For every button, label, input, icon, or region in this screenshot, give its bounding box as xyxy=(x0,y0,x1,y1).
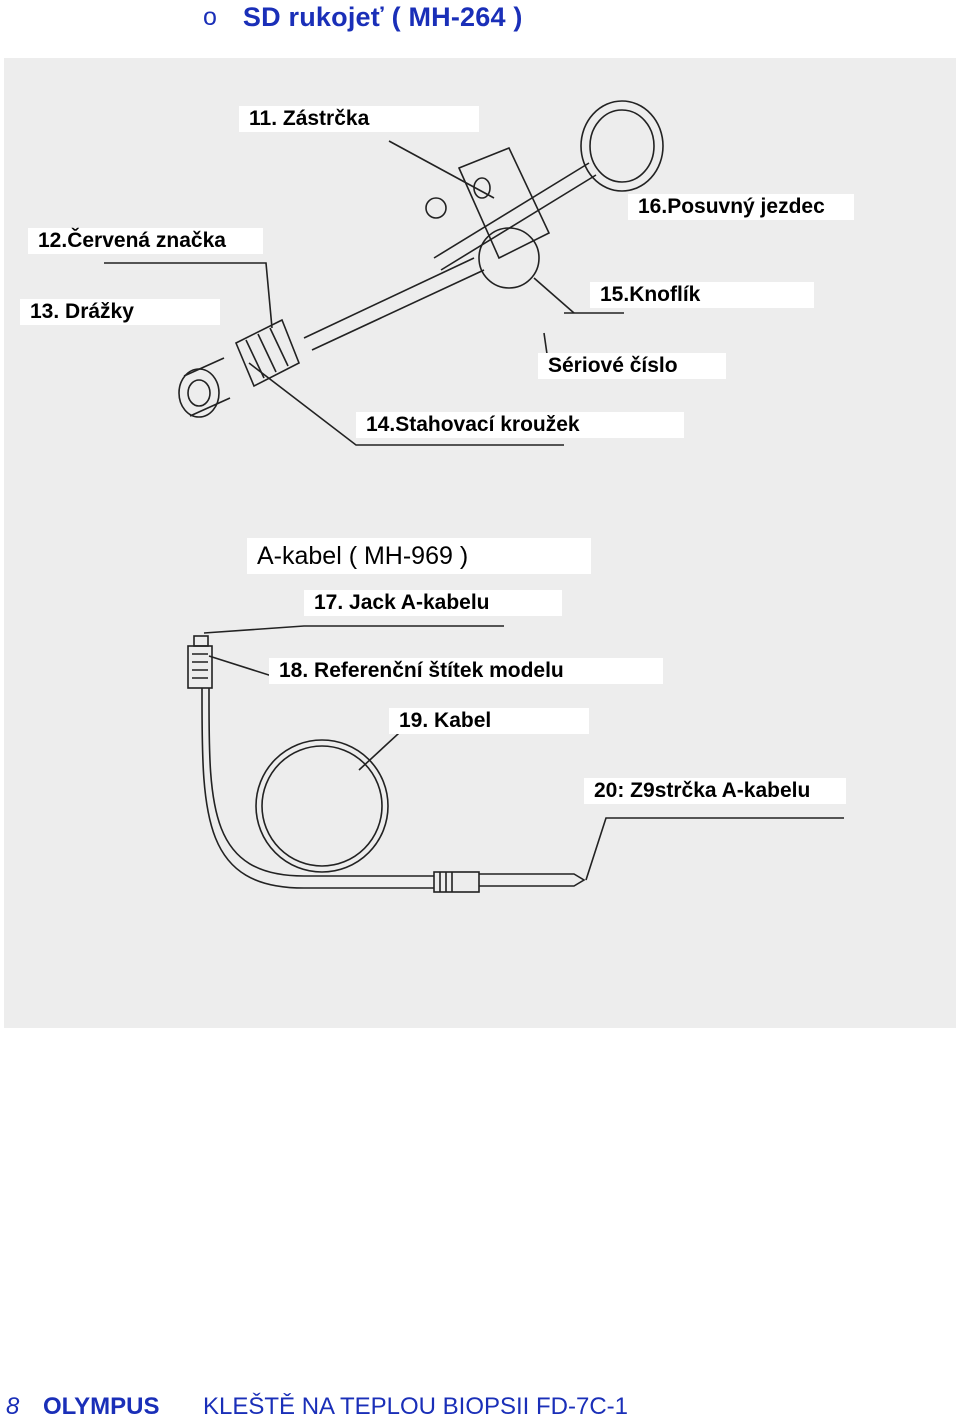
diagram-drawing xyxy=(104,100,844,893)
label-grooves: 13. Drážky xyxy=(20,299,220,325)
label-red-mark: 12.Červená značka xyxy=(28,228,263,254)
cable-jack-tip xyxy=(193,635,209,647)
knob xyxy=(478,227,540,289)
label-knob: 15.Knoflík xyxy=(590,282,814,308)
stop-collar xyxy=(234,318,301,388)
page-number: 8 xyxy=(6,1393,20,1420)
handle-ring xyxy=(580,100,664,192)
heading-title: SD rukojeť ( MH-264 ) xyxy=(242,1,523,32)
label-cable-jack: 17. Jack A-kabelu xyxy=(304,590,562,616)
cable-coil xyxy=(255,739,389,873)
cable-title: A-kabel ( MH-969 ) xyxy=(247,538,591,574)
label-cable-plug: 20: Z9strčka A-kabelu xyxy=(584,778,846,804)
cable-jack xyxy=(187,645,213,689)
label-plug: 11. Zástrčka xyxy=(239,106,479,132)
section-heading: o SD rukojeť ( MH-264 ) xyxy=(203,0,523,34)
page-footer: 8 OLYMPUS KLEŠTĚ NA TEPLOU BIOPSII FD-7C… xyxy=(0,1389,960,1423)
document-title: KLEŠTĚ NA TEPLOU BIOPSII FD-7C-1 xyxy=(203,1393,629,1420)
label-serial-number: Sériové číslo xyxy=(538,353,726,379)
brand-name: OLYMPUS xyxy=(43,1393,160,1420)
cable-plug-body xyxy=(433,871,480,893)
cable-plug-tip xyxy=(479,873,586,887)
heading-bullet: o xyxy=(203,2,217,31)
slider-body xyxy=(457,146,551,260)
label-slider: 16.Posuvný jezdec xyxy=(628,194,854,220)
label-cable: 19. Kabel xyxy=(389,708,589,734)
diagram-figure: 11. Zástrčka 12.Červená značka 13. Drážk… xyxy=(4,58,956,1028)
label-model-reference: 18. Referenční štítek modelu xyxy=(269,658,663,684)
label-stop-collar: 14.Stahovací kroužek xyxy=(356,412,684,438)
